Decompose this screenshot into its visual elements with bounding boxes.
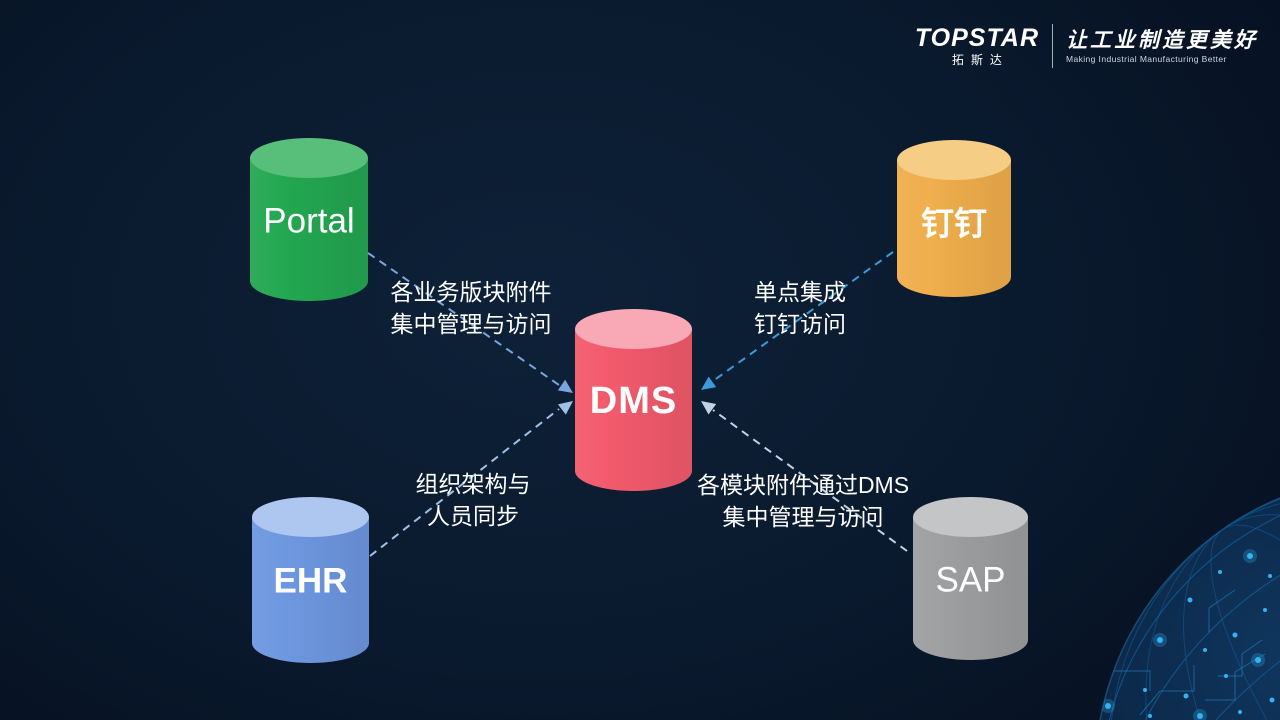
sap-cylinder: SAP [913, 497, 1028, 660]
topstar-wordmark-block: TOPSTAR 拓斯达 [914, 24, 1039, 67]
dms-cylinder-cap [575, 309, 692, 349]
annotation-sap-dms: 各模块附件通过DMS 集中管理与访问 [696, 472, 910, 530]
ehr-cylinder-body [252, 517, 369, 663]
brand-logo: TOPSTAR 拓斯达 让工业制造更美好 Making Industrial M… [915, 24, 1258, 68]
portal-cylinder-body [250, 158, 368, 301]
portal-label: Portal [263, 201, 355, 241]
ehr-cylinder-cap [252, 497, 369, 537]
portal-cylinder: Portal [250, 138, 368, 301]
sap-label: SAP [935, 560, 1006, 600]
sap-cylinder-body [913, 517, 1028, 660]
topstar-chinese-name: 拓斯达 [951, 53, 1009, 67]
annotation-dingtalk-dms: 单点集成 钉钉访问 [754, 279, 846, 337]
topstar-wordmark: TOPSTAR [914, 24, 1039, 52]
connector-sap-dms [701, 401, 908, 552]
ehr-cylinder: EHR [252, 497, 369, 663]
portal-cylinder-cap [250, 138, 368, 178]
dms-label: DMS [589, 380, 678, 423]
annotation-portal-dms: 各业务版块附件 集中管理与访问 [390, 279, 552, 337]
slogan-chinese: 让工业制造更美好 [1066, 26, 1258, 52]
connector-portal-dms [367, 252, 573, 393]
connector-ehr-dms [369, 401, 573, 557]
dingtalk-label: 钉钉 [921, 204, 987, 242]
logo-divider [1052, 24, 1053, 68]
globe-network-decoration [1095, 481, 1280, 720]
dms-cylinder: DMS [575, 309, 692, 491]
dms-cylinder-body [575, 329, 692, 491]
ehr-label: EHR [273, 561, 348, 601]
slogan-block: 让工业制造更美好 Making Industrial Manufacturing… [1066, 26, 1258, 65]
dingtalk-cylinder-cap [897, 140, 1011, 180]
annotation-ehr-dms: 组织架构与 人员同步 [415, 471, 531, 529]
slogan-english: Making Industrial Manufacturing Better [1066, 54, 1227, 65]
connector-dingtalk-dms [701, 251, 894, 390]
dingtalk-cylinder: 钉钉 [897, 140, 1011, 297]
dingtalk-cylinder-body [897, 160, 1011, 297]
sap-cylinder-cap [913, 497, 1028, 537]
